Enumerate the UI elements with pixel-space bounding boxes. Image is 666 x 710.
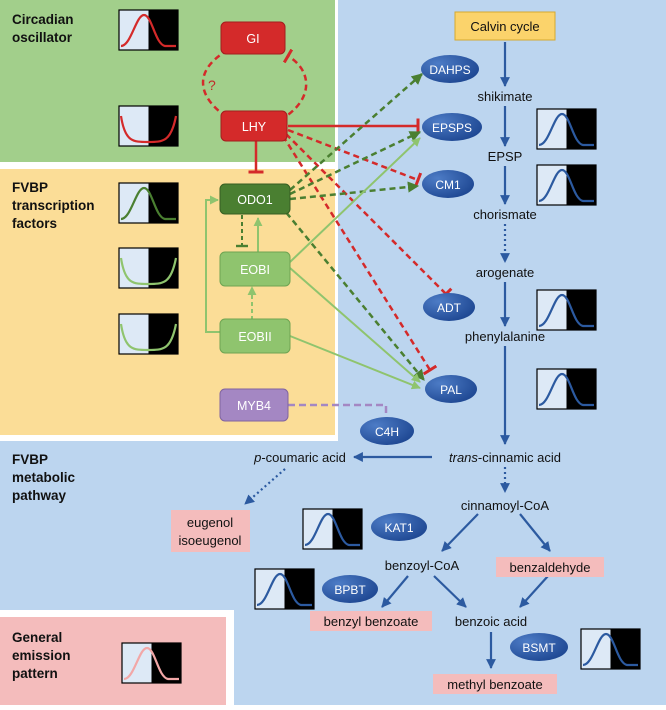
- bpbt-expression-plot: [254, 568, 315, 610]
- lhy-represses-cm1: [287, 128, 423, 188]
- epsps-enzyme: EPSPS: [422, 113, 482, 141]
- adt-label: ADT: [437, 301, 462, 315]
- eobi-box: EOBI: [219, 251, 291, 287]
- bsmt-label: BSMT: [522, 641, 556, 655]
- eobi-expression-plot: [118, 247, 179, 289]
- question-mark: ?: [208, 77, 216, 93]
- cinnamoyl-to-benzaldehyde-arrow: [519, 513, 551, 552]
- pal-enzyme: PAL: [425, 375, 477, 403]
- lhy-represses-pal: [281, 135, 438, 376]
- general-title: General emission pattern: [12, 630, 74, 681]
- general-emission-plot: [121, 642, 182, 684]
- eobi-activates-epsps: [289, 137, 421, 263]
- general-panel-bg: [0, 617, 226, 705]
- shikimate-label: shikimate: [478, 89, 533, 104]
- cinnamoyl-to-benzoyl-arrow: [441, 513, 479, 552]
- epsps-label: EPSPS: [432, 121, 472, 135]
- eobii-activates-pal: [289, 335, 421, 390]
- gi-expression-plot: [118, 9, 179, 51]
- bsmt-enzyme: BSMT: [510, 633, 568, 661]
- eugenol-label: eugenol: [187, 515, 233, 530]
- cm1-enzyme: CM1: [422, 170, 474, 198]
- eobii-activates-odo1-loop: [205, 195, 220, 333]
- eobii-expression-plot: [118, 313, 179, 355]
- methyl-benzoate-product: methyl benzoate: [433, 674, 557, 694]
- cinnamoyl-coa-label: cinnamoyl-CoA: [461, 498, 549, 513]
- benzoyl-coa-label: benzoyl-CoA: [385, 558, 460, 573]
- eobi-label: EOBI: [240, 263, 270, 277]
- benzyl-benzoate-label: benzyl benzoate: [324, 614, 419, 629]
- benzaldehyde-label: benzaldehyde: [510, 560, 591, 575]
- epsp-label: EPSP: [488, 149, 523, 164]
- lhy-label: LHY: [242, 120, 267, 134]
- gi-label: GI: [246, 32, 259, 46]
- adt-enzyme: ADT: [423, 293, 475, 321]
- benzoic-acid-label: benzoic acid: [455, 614, 527, 629]
- odo1-activates-pal: [279, 204, 425, 381]
- epsps-expression-plot: [536, 108, 597, 150]
- metabolic-edges: [244, 42, 551, 669]
- trans-cinnamic-acid-label: trans-cinnamic acid: [449, 450, 561, 465]
- white-gap-horizontal: [0, 610, 234, 617]
- bpbt-label: BPBT: [334, 583, 366, 597]
- myb4-box: MYB4: [219, 388, 289, 422]
- isoeugenol-label: isoeugenol: [179, 533, 242, 548]
- dahps-enzyme: DAHPS: [421, 55, 479, 83]
- odo1-activates-cm1: [289, 181, 420, 201]
- eobii-box: EOBII: [219, 318, 291, 354]
- cm1-label: CM1: [435, 178, 461, 192]
- kat1-label: KAT1: [384, 521, 413, 535]
- gi-box: GI: [220, 21, 286, 55]
- lhy-represses-adt: [285, 133, 453, 301]
- bsmt-expression-plot: [580, 628, 641, 670]
- pal-expression-plot: [536, 368, 597, 410]
- arogenate-label: arogenate: [476, 265, 535, 280]
- white-gap-vertical: [226, 612, 234, 705]
- benzyl-benzoate-product: benzyl benzoate: [310, 611, 432, 631]
- eobi-activates-pal: [289, 267, 421, 383]
- circadian-title: Circadian oscillator: [12, 12, 77, 45]
- lhy-expression-plot: [118, 105, 179, 147]
- bpbt-enzyme: BPBT: [322, 575, 378, 603]
- dahps-label: DAHPS: [429, 63, 470, 77]
- chorismate-label: chorismate: [473, 207, 537, 222]
- c4h-enzyme: C4H: [360, 417, 414, 445]
- calvin-cycle-label: Calvin cycle: [470, 19, 539, 34]
- cm1-expression-plot: [536, 164, 597, 206]
- metabolic-title: FVBP metabolic pathway: [12, 452, 79, 503]
- c4h-label: C4H: [375, 425, 399, 439]
- lhy-box: LHY: [220, 110, 288, 142]
- benzaldehyde-product: benzaldehyde: [496, 557, 604, 577]
- methyl-benzoate-label: methyl benzoate: [447, 677, 542, 692]
- tf-title: FVBP transcription factors: [12, 180, 98, 231]
- eugenol-product: eugenol isoeugenol: [171, 510, 250, 552]
- odo1-activates-epsps: [289, 130, 422, 196]
- eobii-label: EOBII: [238, 330, 271, 344]
- p-coumaric-acid-label: p-coumaric acid: [253, 450, 346, 465]
- odo1-label: ODO1: [237, 193, 272, 207]
- benzoyl-to-benzoic-arrow: [433, 575, 467, 608]
- odo1-expression-plot: [118, 182, 179, 224]
- calvin-cycle-box: Calvin cycle: [454, 11, 556, 41]
- pal-label: PAL: [440, 383, 462, 397]
- odo1-box: ODO1: [219, 183, 291, 215]
- myb4-label: MYB4: [237, 399, 271, 413]
- lhy-represses-gi: [279, 48, 308, 122]
- kat1-expression-plot: [302, 508, 363, 550]
- benzoyl-to-benzylbenzoate-arrow: [381, 575, 409, 608]
- benzaldehyde-to-benzoic-arrow: [519, 575, 549, 608]
- phenylalanine-label: phenylalanine: [465, 329, 545, 344]
- adt-expression-plot: [536, 289, 597, 331]
- kat1-enzyme: KAT1: [371, 513, 427, 541]
- coumaric-to-eugenol-arrow: [244, 468, 286, 505]
